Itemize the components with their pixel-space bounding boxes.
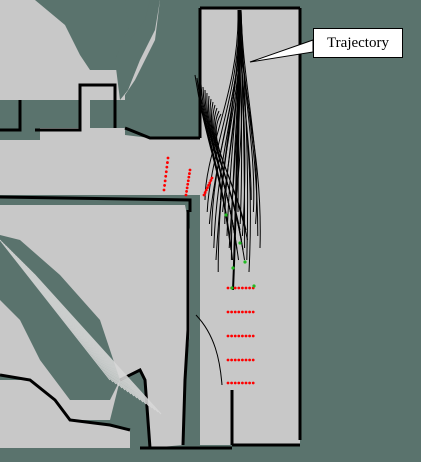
obstacle-dot (233, 334, 237, 338)
wall-lower-island (119, 367, 152, 449)
obstacle-dot (187, 175, 191, 179)
trajectory-path (213, 107, 245, 261)
unknown-island-5 (115, 0, 160, 100)
obstacle-dot (241, 358, 244, 362)
obstacle-dot (209, 179, 213, 182)
obstacle-dot (244, 310, 248, 314)
obstacle-dot (237, 286, 241, 290)
obstacle-dot (233, 381, 237, 385)
endpoint-dot (231, 266, 235, 270)
unknown-island-3 (90, 100, 125, 128)
obstacle-dot (248, 381, 252, 385)
obstacle-dot (166, 161, 169, 164)
obstacle-dot (164, 170, 168, 174)
obstacle-dot (248, 310, 252, 314)
obstacle-dot (162, 188, 166, 192)
obstacle-dot (237, 334, 241, 338)
obstacle-dot (244, 358, 248, 362)
trajectory-path (232, 9, 241, 291)
obstacle-dot (208, 181, 212, 185)
obstacle-dot (210, 176, 214, 180)
trajectory-path (204, 9, 239, 201)
obstacle-dot (226, 286, 230, 290)
obstacle-dot (251, 358, 255, 362)
walls (0, 6, 302, 450)
obstacle-dot (248, 286, 252, 290)
endpoint-dot (243, 260, 247, 264)
wall-lower-left (0, 373, 131, 432)
obstacle-dot (233, 310, 237, 314)
obstacle-dot (237, 358, 241, 362)
trajectory-path (200, 83, 233, 261)
obstacle-dot (226, 310, 230, 314)
obstacle-dot (186, 179, 190, 183)
obstacle-dot (230, 381, 234, 385)
obstacle-dot (233, 286, 237, 290)
obstacle-dot (237, 381, 241, 385)
obstacle-dot (248, 358, 252, 362)
obstacle-markers (162, 156, 255, 385)
obstacle-dot (241, 334, 244, 338)
obstacle-dot (203, 191, 207, 194)
unknown-island-2 (35, 100, 80, 128)
trajectory-callout-label: Trajectory (313, 28, 403, 58)
endpoint-dot (238, 241, 242, 245)
obstacle-dot (233, 358, 237, 362)
obstacle-dot (244, 286, 248, 290)
obstacle-dot (186, 182, 190, 186)
obstacle-dot (251, 381, 255, 385)
obstacle-dot (244, 334, 248, 338)
obstacle-dot (164, 174, 168, 178)
obstacle-dot (185, 190, 188, 193)
unknown-island-6 (125, 0, 150, 40)
obstacle-dot (237, 310, 241, 314)
wall-notch-2 (35, 83, 117, 132)
obstacle-dot (241, 381, 244, 385)
wall-room-right (181, 210, 190, 446)
trajectory-path (215, 113, 248, 241)
wall-notch-3 (124, 126, 200, 140)
obstacle-dot (230, 334, 234, 338)
trajectory-path (239, 9, 255, 213)
obstacle-dot (184, 193, 188, 197)
endpoint-dot (224, 213, 228, 217)
endpoint-dot (252, 284, 256, 288)
obstacle-dot (165, 165, 169, 169)
obstacle-dot (207, 183, 210, 187)
obstacle-dot (251, 310, 255, 314)
obstacle-dot (230, 358, 234, 362)
obstacle-dot (241, 310, 244, 314)
obstacle-dot (226, 381, 230, 385)
trajectory-bundle (194, 9, 261, 386)
obstacle-dot (166, 156, 170, 160)
obstacle-dot (244, 381, 248, 385)
trajectory-path (208, 95, 239, 261)
unknown-island-1 (0, 100, 20, 130)
obstacle-dot (202, 193, 206, 197)
obstacle-dot (204, 188, 208, 192)
endpoint-dot (230, 286, 234, 290)
obstacle-dot (163, 184, 166, 187)
obstacle-dot (185, 186, 189, 190)
obstacle-dot (248, 334, 252, 338)
obstacle-dot (188, 168, 192, 172)
obstacle-dot (206, 186, 209, 190)
obstacle-dot (163, 179, 167, 183)
endpoint-markers (224, 213, 256, 290)
obstacle-dot (226, 358, 230, 362)
wall-notch-1 (0, 100, 22, 132)
obstacle-dot (226, 334, 230, 338)
free-region-top (0, 0, 80, 80)
trajectory-path (195, 314, 223, 386)
obstacle-dot (188, 172, 191, 175)
ray-line (33, 273, 162, 415)
obstacle-dot (251, 334, 255, 338)
obstacle-dot (241, 286, 244, 290)
obstacle-dot (230, 310, 234, 314)
ray-fan-left (0, 239, 162, 415)
wall-room-bottom (0, 195, 192, 212)
